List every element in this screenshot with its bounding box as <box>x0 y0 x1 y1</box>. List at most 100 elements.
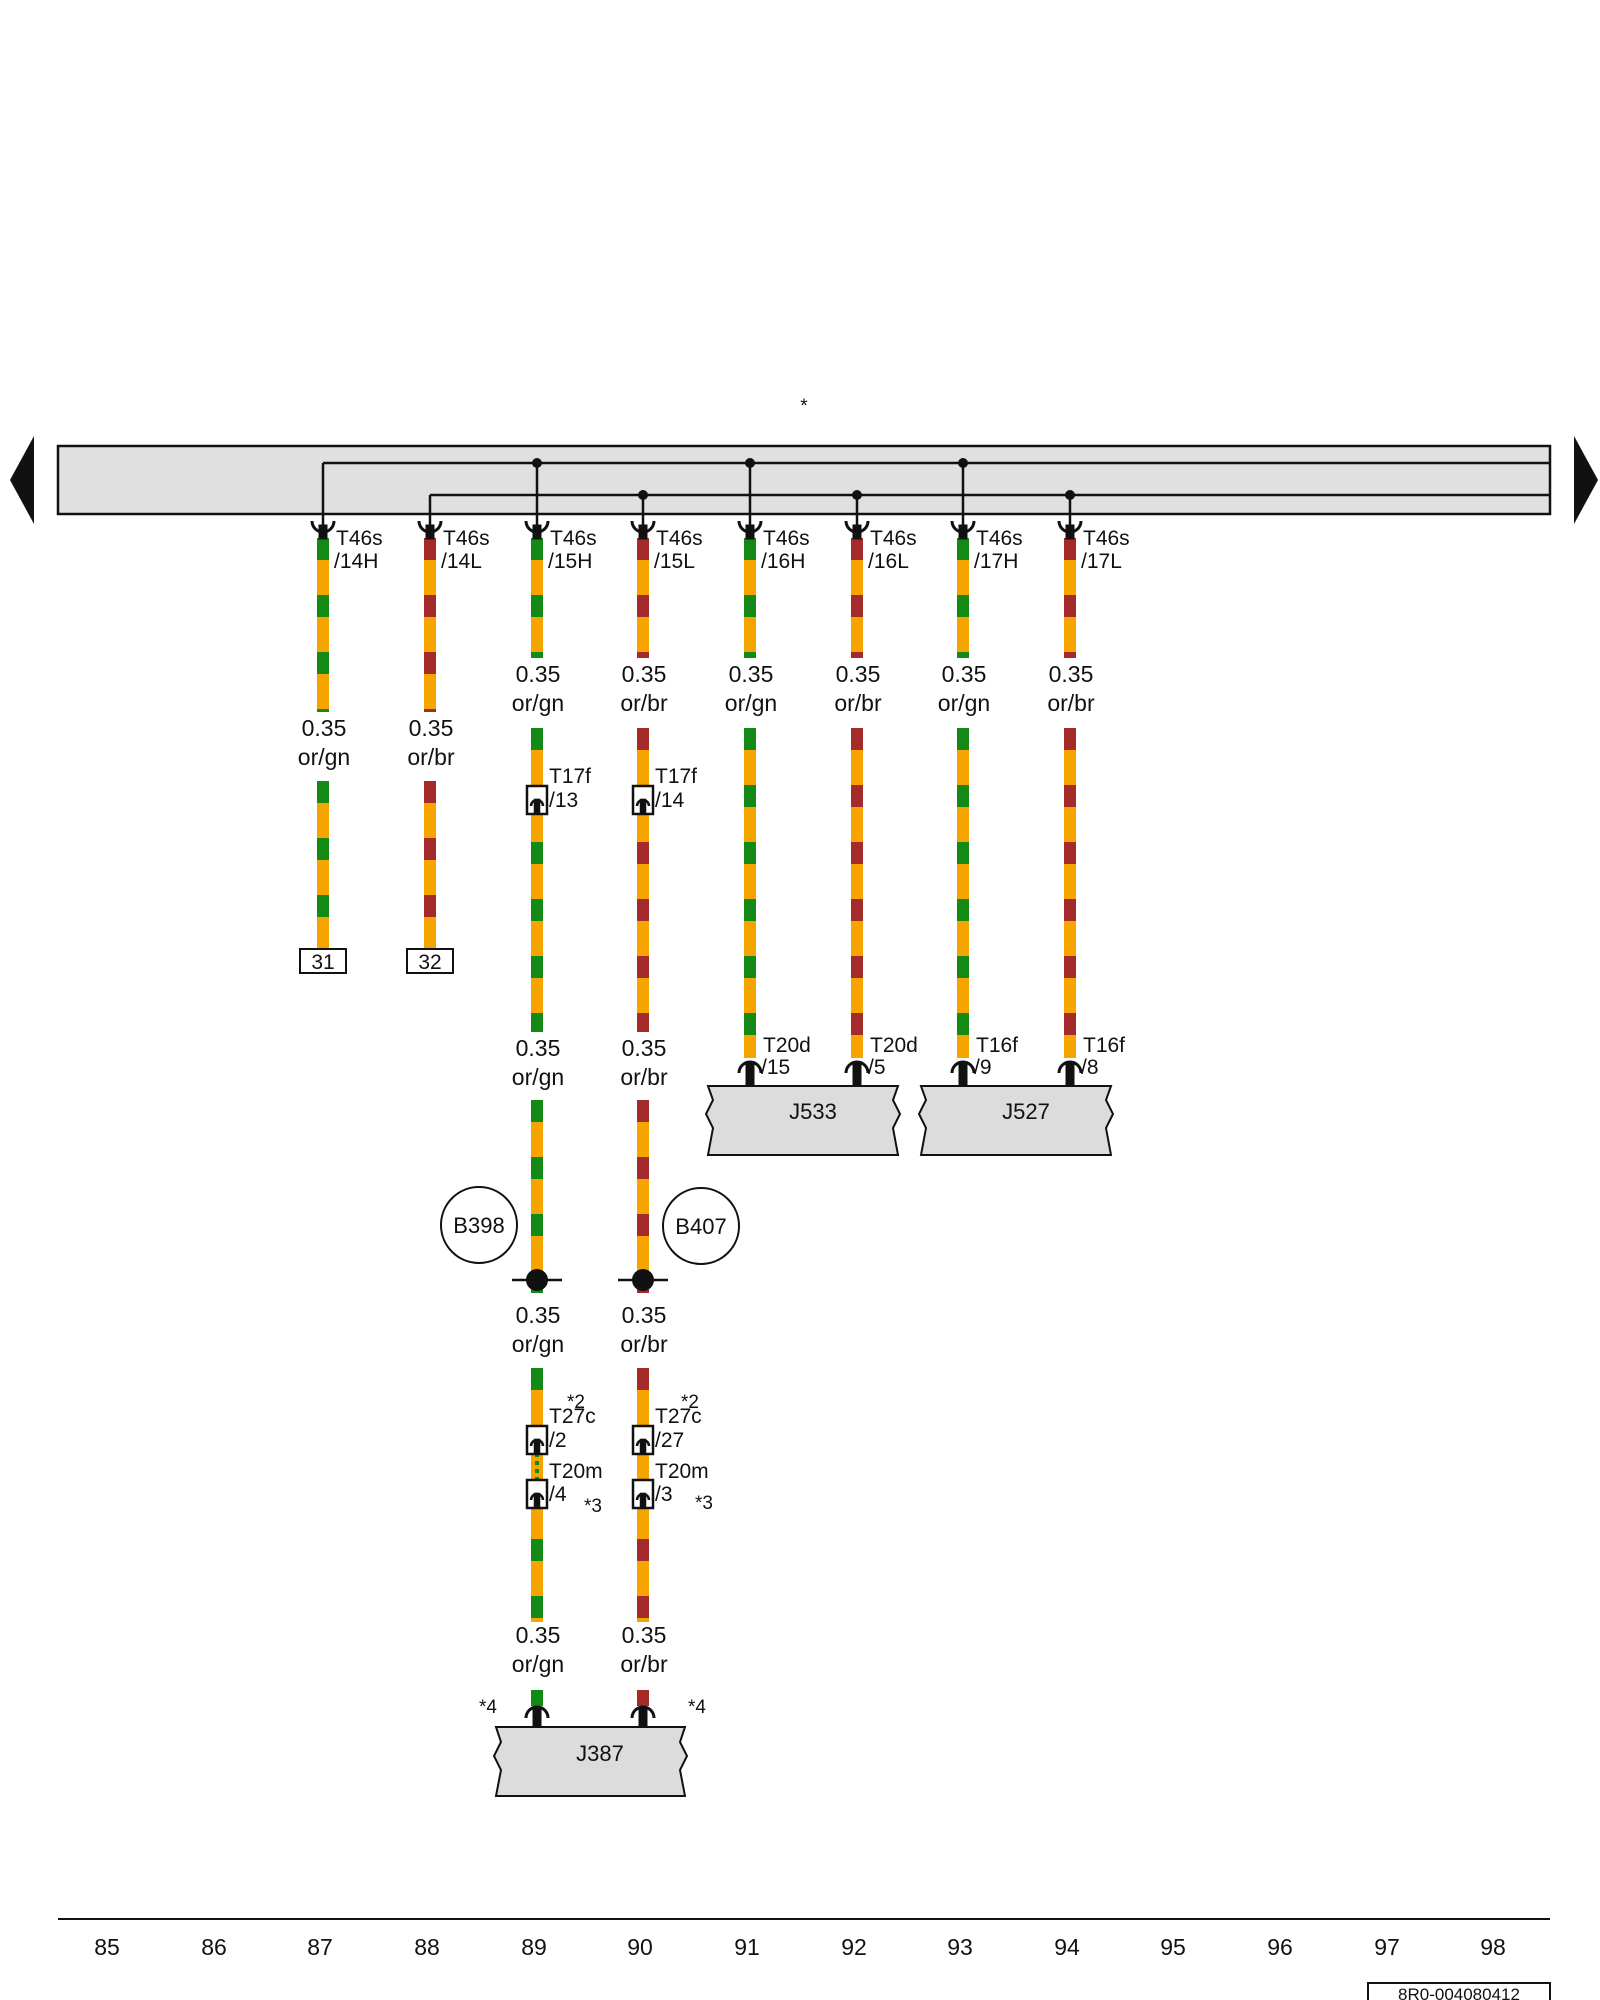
w93-size: 0.35 <box>942 661 987 687</box>
w90-size-2: 0.35 <box>622 1035 667 1061</box>
w92-color-code: or/br <box>834 690 882 716</box>
component-connector-labels: T20d /15 T20d /5 T16f /9 T16f /8 <box>761 1034 1125 1079</box>
inline-connector-labels: T17f /13 T17f /14 *2 T27c /2 *2 T27c /27… <box>549 765 713 1517</box>
w89-connector: T46s <box>550 527 597 550</box>
w90-size-3: 0.35 <box>622 1302 667 1328</box>
column-number: 88 <box>414 1934 440 1960</box>
w89-size: 0.35 <box>516 661 561 687</box>
w93-color-code: or/gn <box>938 690 990 716</box>
t27c-27-connector: T27c <box>655 1405 702 1428</box>
w92-size: 0.35 <box>836 661 881 687</box>
column-number: 87 <box>307 1934 333 1960</box>
t17f-14-connector: T17f <box>655 765 697 788</box>
t17f-13-pin: /13 <box>549 789 578 812</box>
component-connector-symbols <box>524 1060 1083 1730</box>
inline-connector-symbols <box>525 784 655 1510</box>
w91-end-connector: T20d <box>763 1034 811 1057</box>
t20m-3-note: *3 <box>695 1493 713 1514</box>
bus-connector-labels: T46s /14H T46s /14L T46s /15H T46s /15L … <box>334 527 1130 573</box>
connector-bridges <box>535 1453 645 1482</box>
splice-b407[interactable]: B407 <box>618 1187 740 1291</box>
w91-pin: /16H <box>761 550 805 573</box>
w93-pin: /17H <box>974 550 1018 573</box>
column-number: 97 <box>1374 1934 1400 1960</box>
w87-color-code: or/gn <box>298 744 350 770</box>
w92-pin: /16L <box>868 550 909 573</box>
splice-b398-label: B398 <box>453 1213 504 1238</box>
component-j527[interactable]: J527 <box>917 1085 1115 1156</box>
w89-size-2: 0.35 <box>516 1035 561 1061</box>
w91-connector: T46s <box>763 527 810 550</box>
column-number: 96 <box>1267 1934 1293 1960</box>
end-box-31-label: 31 <box>311 951 334 974</box>
end-box-32[interactable]: 32 <box>406 948 454 974</box>
arrow-left-icon[interactable] <box>10 436 34 524</box>
w90-color-code: or/br <box>620 690 668 716</box>
w87-pin: /14H <box>334 550 378 573</box>
w92-end-connector: T20d <box>870 1034 918 1057</box>
w89-pin: /15H <box>548 550 592 573</box>
w90-color-code-3: or/br <box>620 1331 668 1357</box>
w89-color-code-2: or/gn <box>512 1064 564 1090</box>
column-number: 92 <box>841 1934 867 1960</box>
w94-connector: T46s <box>1083 527 1130 550</box>
w87-size: 0.35 <box>302 715 347 741</box>
top-note: * <box>800 396 808 417</box>
w89-color-code: or/gn <box>512 690 564 716</box>
component-j387-label: J387 <box>576 1741 624 1766</box>
w90-size-4: 0.35 <box>622 1622 667 1648</box>
t20m-4-note: *3 <box>584 1496 602 1517</box>
w93-end-connector: T16f <box>976 1034 1018 1057</box>
splice-b407-label: B407 <box>675 1214 726 1239</box>
arrow-right-icon[interactable] <box>1574 436 1598 524</box>
t27c-2-connector: T27c <box>549 1405 596 1428</box>
w90-connector: T46s <box>656 527 703 550</box>
w94-color-code: or/br <box>1047 690 1095 716</box>
t27c-2-pin: /2 <box>549 1429 567 1452</box>
w88-pin: /14L <box>441 550 482 573</box>
t27c-27-pin: /27 <box>655 1429 684 1452</box>
component-j533[interactable]: J533 <box>704 1085 902 1156</box>
w93-end-pin: /9 <box>974 1056 992 1079</box>
column-number: 94 <box>1054 1934 1080 1960</box>
w94-size: 0.35 <box>1049 661 1094 687</box>
w94-end-connector: T16f <box>1083 1034 1125 1057</box>
w89-size-4: 0.35 <box>516 1622 561 1648</box>
column-number: 89 <box>521 1934 547 1960</box>
w92-connector: T46s <box>870 527 917 550</box>
w88-connector: T46s <box>443 527 490 550</box>
document-number: 8R0-004080412 <box>1398 1985 1520 2000</box>
w90-pin: /15L <box>654 550 695 573</box>
w94-end-pin: /8 <box>1081 1056 1099 1079</box>
t20m-4-pin: /4 <box>549 1483 567 1506</box>
column-numbers: 85 86 87 88 89 90 91 92 93 94 95 96 97 9… <box>94 1934 1506 1960</box>
column-number: 91 <box>734 1934 760 1960</box>
w91-end-pin: /15 <box>761 1056 790 1079</box>
end-box-32-label: 32 <box>418 951 441 974</box>
component-j527-label: J527 <box>1002 1099 1050 1124</box>
bus-connector-symbols <box>310 520 1083 540</box>
t27c-27-note: *2 <box>681 1392 699 1413</box>
end-box-31[interactable]: 31 <box>299 948 347 974</box>
column-number: 85 <box>94 1934 120 1960</box>
wire-labels: 0.35 or/gn 0.35 or/br 0.35 or/gn 0.35 or… <box>298 661 1095 1677</box>
can-bus <box>56 444 1552 516</box>
splice-b398[interactable]: B398 <box>440 1186 562 1291</box>
w90-color-code-2: or/br <box>620 1064 668 1090</box>
column-number: 95 <box>1160 1934 1186 1960</box>
w88-color-code: or/br <box>407 744 455 770</box>
t17f-13-connector: T17f <box>549 765 591 788</box>
t27c-2-note: *2 <box>567 1392 585 1413</box>
component-j387[interactable]: J387 *4 *4 <box>479 1697 706 1797</box>
t20m-3-connector: T20m <box>655 1460 709 1483</box>
t17f-14-pin: /14 <box>655 789 685 812</box>
w91-color-code: or/gn <box>725 690 777 716</box>
w91-size: 0.35 <box>729 661 774 687</box>
component-j387-note-right: *4 <box>688 1697 706 1718</box>
w93-connector: T46s <box>976 527 1023 550</box>
w89-color-code-3: or/gn <box>512 1331 564 1357</box>
t20m-4-connector: T20m <box>549 1460 603 1483</box>
w88-size: 0.35 <box>409 715 454 741</box>
column-number: 93 <box>947 1934 973 1960</box>
